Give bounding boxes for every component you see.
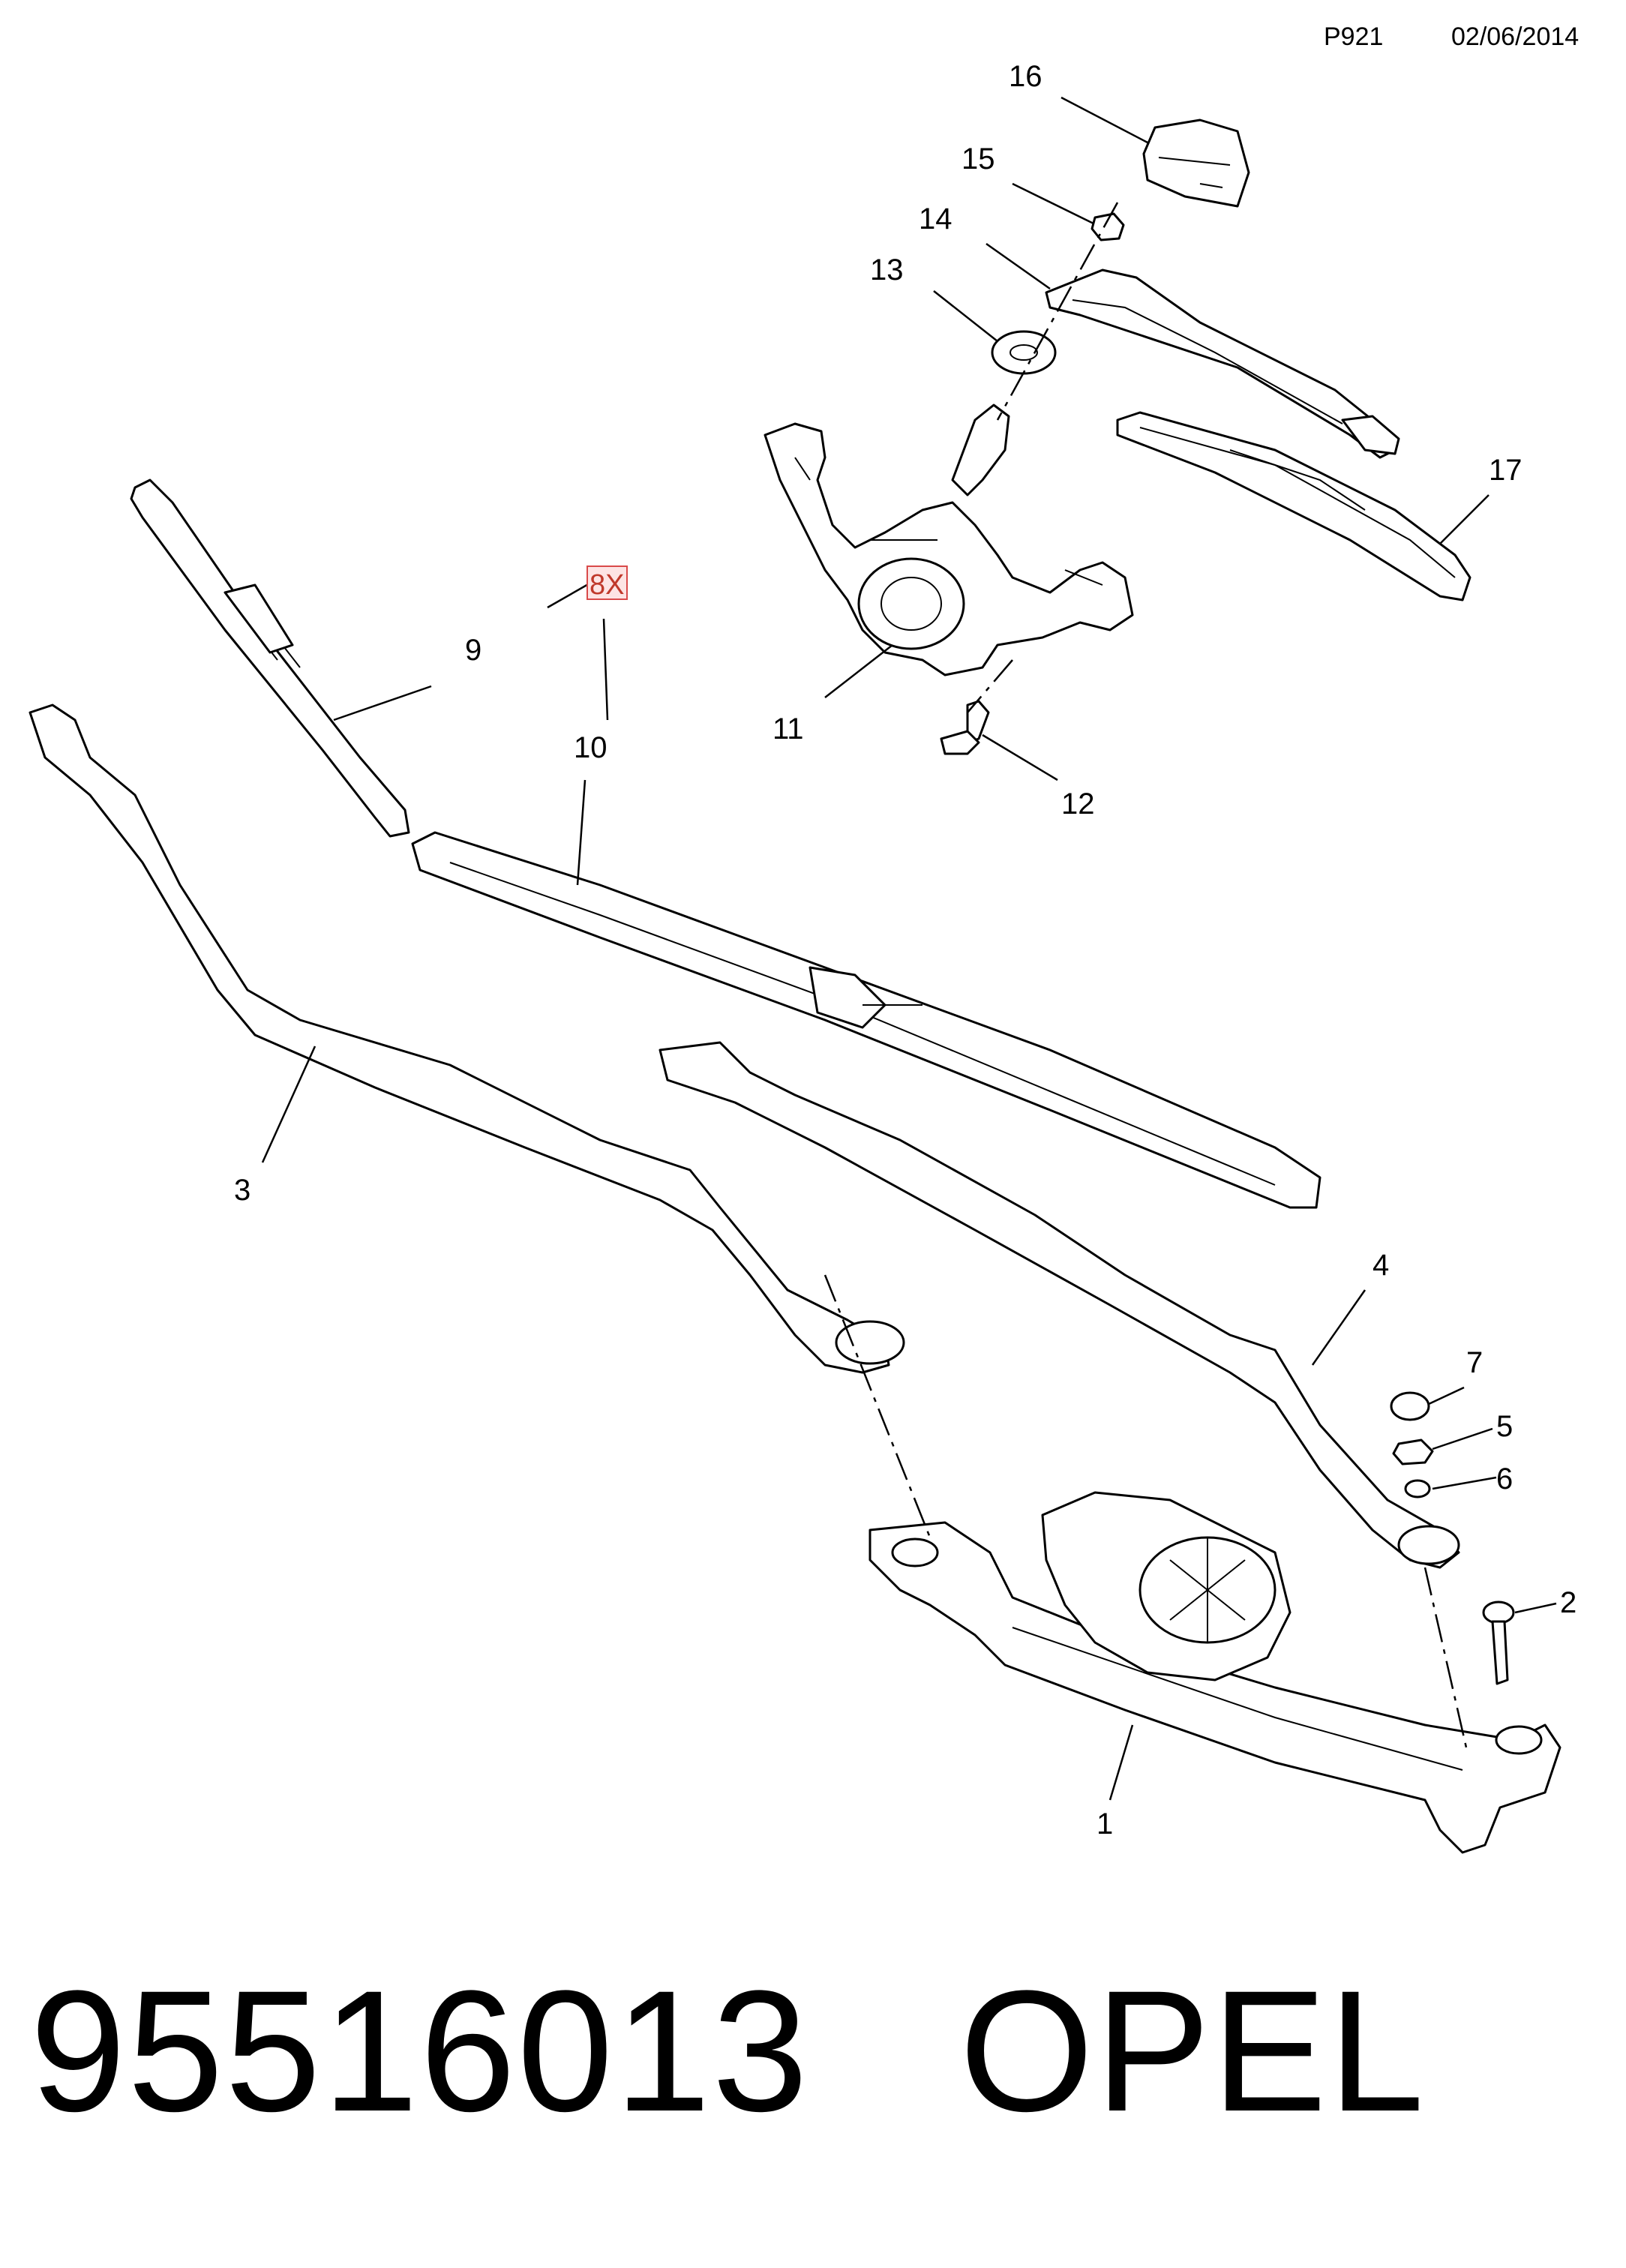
right-axis-line	[1424, 1567, 1468, 1748]
rear-wiper-arm	[1045, 268, 1400, 459]
rear-wiper-motor	[764, 404, 1134, 676]
part-number: 95516013	[30, 1954, 810, 2147]
callout-15: 15	[962, 142, 995, 176]
left-axis-line	[824, 1274, 932, 1538]
callout-17: 17	[1489, 454, 1522, 487]
wiper-motor-linkage	[868, 1491, 1562, 1854]
page-code: P921	[1324, 22, 1384, 51]
callout-9: 9	[465, 634, 482, 667]
callout-12: 12	[1061, 788, 1095, 820]
callout-11: 11	[772, 712, 804, 746]
cap	[1390, 1391, 1430, 1421]
rear-nut	[1090, 212, 1125, 242]
callout-4: 4	[1372, 1249, 1389, 1282]
screw	[1482, 1600, 1515, 1685]
callout-7: 7	[1466, 1346, 1483, 1379]
bolt-axis-line	[967, 659, 1013, 713]
quantity-note-box	[586, 566, 628, 600]
grommet	[991, 330, 1057, 375]
callout-3: 3	[234, 1174, 250, 1207]
callout-2: 2	[1560, 1586, 1576, 1619]
rear-wiper-blade	[1116, 411, 1472, 602]
page-date: 02/06/2014	[1451, 22, 1580, 51]
rear-axis-line	[996, 202, 1119, 421]
brand: OPEL	[959, 1954, 1426, 2147]
leader-lines	[261, 96, 1557, 1801]
callout-16: 16	[1009, 60, 1042, 93]
left-wiper-arm	[28, 704, 905, 1374]
rear-arm-cap	[1142, 118, 1250, 208]
washer	[1404, 1479, 1431, 1498]
exploded-parts-diagram: 8X 16 15 14 13 17 11 12 9 10 3 4 7 5 6 2…	[28, 60, 1576, 1854]
callout-6: 6	[1496, 1462, 1513, 1496]
quantity-note: 8X	[590, 569, 624, 601]
right-wiper-arm	[658, 1041, 1460, 1569]
left-wiper-blade	[130, 478, 410, 838]
callout-10: 10	[574, 731, 608, 764]
nut	[1392, 1438, 1434, 1466]
callout-14: 14	[919, 202, 952, 236]
right-wiper-blade	[411, 831, 1322, 1209]
bolt	[940, 700, 990, 755]
callout-5: 5	[1496, 1410, 1513, 1443]
callout-1: 1	[1096, 1808, 1113, 1840]
callout-13: 13	[870, 254, 904, 286]
